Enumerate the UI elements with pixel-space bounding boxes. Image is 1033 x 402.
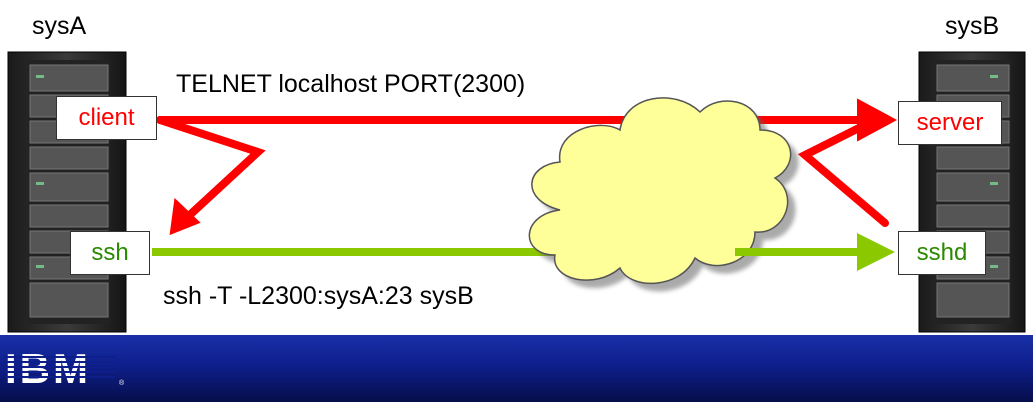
server-rack-sysb: [918, 51, 1026, 333]
telnet-command: TELNET localhost PORT(2300): [176, 70, 526, 98]
network-cloud: [528, 97, 799, 292]
sshd-box: sshd: [898, 231, 986, 275]
diagram-graphics: [7, 51, 1026, 333]
ssh-box: ssh: [70, 231, 150, 275]
ibm-logo: IBM ®: [5, 347, 125, 392]
server-rack-sysa: [7, 51, 127, 333]
sysb-label: sysB: [945, 12, 1000, 40]
registered-mark: ®: [119, 379, 125, 387]
ibm-logo-text: IBM: [5, 347, 91, 392]
server-box: server: [898, 101, 1002, 145]
ssh-command: ssh -T -L2300:sysA:23 sysB: [163, 282, 474, 310]
sysa-label: sysA: [32, 12, 87, 40]
footer-bar: IBM ®: [0, 335, 1033, 402]
client-box: client: [56, 96, 157, 140]
